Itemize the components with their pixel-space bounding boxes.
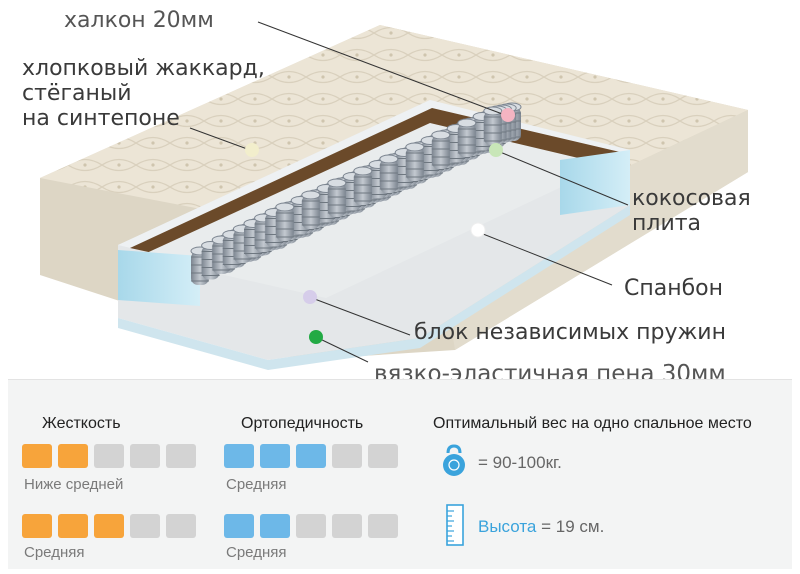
hardness-caption-1: Ниже средней xyxy=(24,476,124,493)
scale-cell-empty xyxy=(166,444,196,468)
scale-cell-empty xyxy=(130,444,160,468)
scale-cell-empty xyxy=(368,514,398,538)
marker-coconut xyxy=(489,143,503,157)
orthopedic-caption-2: Средняя xyxy=(226,544,287,561)
mattress-cutaway-graphic xyxy=(40,21,748,370)
spring-coil xyxy=(327,178,347,217)
scale-cell-filled xyxy=(94,514,124,538)
label-spanbond: Спанбон xyxy=(624,276,724,301)
scale-cell-filled xyxy=(22,514,52,538)
spring-coil xyxy=(457,118,477,157)
scale-cell-empty xyxy=(332,514,362,538)
spring-coil xyxy=(353,166,373,205)
label-cotton: хлопковый жаккард, стёганый на синтепоне xyxy=(22,56,265,131)
scale-cell-empty xyxy=(332,444,362,468)
kettlebell-icon xyxy=(443,444,465,476)
scale-cell-filled xyxy=(58,514,88,538)
spring-coil xyxy=(405,142,425,181)
marker-spanbond xyxy=(470,222,486,238)
label-springs: блок независимых пружин xyxy=(414,320,726,345)
scale-cell-filled xyxy=(260,444,290,468)
marker-cotton xyxy=(245,143,259,157)
spring-coil xyxy=(275,202,295,241)
foam-right xyxy=(560,150,630,215)
spring-coil xyxy=(379,154,399,193)
scale-cell-filled xyxy=(296,444,326,468)
scale-cell-filled xyxy=(58,444,88,468)
hardness-title: Жесткость xyxy=(42,415,121,432)
label-coconut-line: плита xyxy=(632,211,702,236)
scale-cell-filled xyxy=(22,444,52,468)
hardness-scale-2 xyxy=(22,514,196,538)
scale-cell-empty xyxy=(94,444,124,468)
marker-foam xyxy=(309,330,323,344)
height-value: = 19 см. xyxy=(541,517,605,536)
label-coconut: кокосовая плита xyxy=(632,186,751,236)
ruler-icon xyxy=(446,504,464,546)
label-cotton-line: хлопковый жаккард, xyxy=(22,56,265,81)
weight-title: Оптимальный вес на одно спальное место xyxy=(433,415,752,432)
scale-cell-empty xyxy=(166,514,196,538)
scale-cell-filled xyxy=(260,514,290,538)
label-halkon: халкон 20мм xyxy=(64,8,214,33)
orthopedic-scale-1 xyxy=(224,444,398,468)
label-coconut-line: кокосовая xyxy=(632,186,751,211)
scale-cell-empty xyxy=(368,444,398,468)
orthopedic-caption-1: Средняя xyxy=(226,476,287,493)
hardness-scale-1 xyxy=(22,444,196,468)
height-label: Высота xyxy=(478,517,537,536)
orthopedic-title: Ортопедичность xyxy=(241,415,364,432)
height-line: Высота = 19 см. xyxy=(478,517,604,537)
spring-coil xyxy=(301,190,321,229)
spring-coil xyxy=(483,106,503,145)
orthopedic-scale-2 xyxy=(224,514,398,538)
label-cotton-line: на синтепоне xyxy=(22,106,180,131)
specs-panel: Жесткость Ниже средней Средняя Ортопедич… xyxy=(8,379,792,569)
scale-cell-empty xyxy=(130,514,160,538)
spring-coil xyxy=(431,130,451,169)
scale-cell-filled xyxy=(224,514,254,538)
spring-grid xyxy=(190,102,522,285)
foam-left xyxy=(118,250,200,306)
leader-lines xyxy=(189,21,629,363)
marker-springs xyxy=(303,290,317,304)
hardness-caption-2: Средняя xyxy=(24,544,85,561)
mattress-illustration: халкон 20мм хлопковый жаккард, стёганый … xyxy=(22,8,751,387)
weight-value: = 90-100кг. xyxy=(478,453,562,472)
label-cotton-line: стёганый xyxy=(22,81,132,106)
scale-cell-empty xyxy=(296,514,326,538)
scale-cell-filled xyxy=(224,444,254,468)
marker-halkon xyxy=(501,108,515,122)
